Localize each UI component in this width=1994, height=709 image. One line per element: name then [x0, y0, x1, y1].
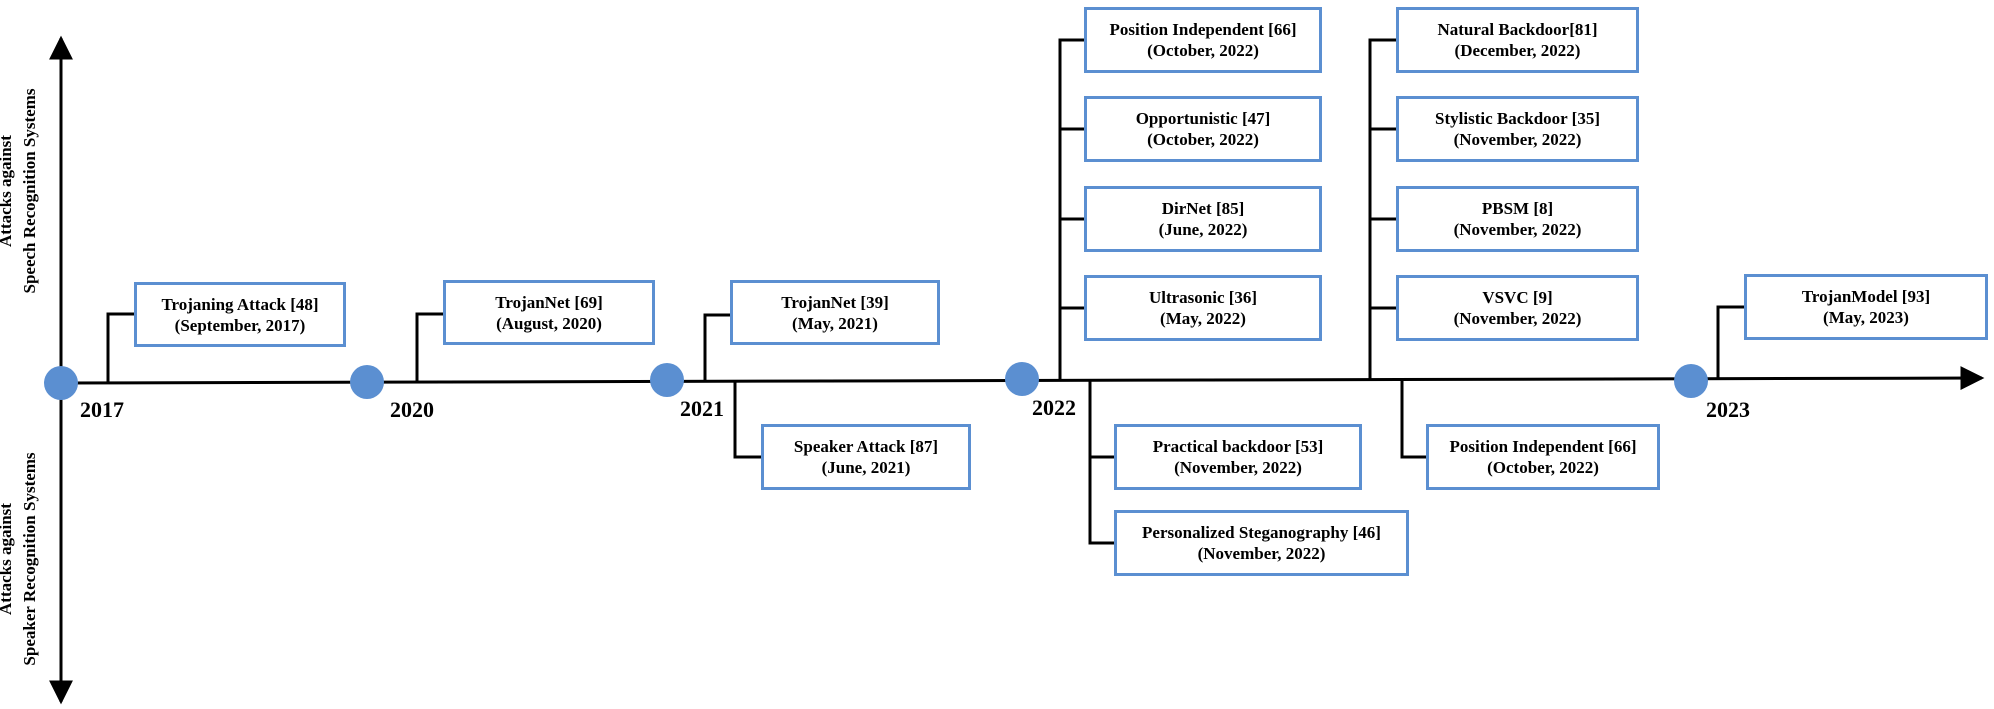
event-box-trojanmodel: TrojanModel [93] (May, 2023): [1744, 274, 1988, 340]
event-box-stylistic-backdoor: Stylistic Backdoor [35] (November, 2022): [1396, 96, 1639, 162]
event-title: TrojanNet [39]: [781, 292, 889, 312]
connector-group-2022-d: [1400, 379, 1426, 459]
year-label-2022: 2022: [1032, 395, 1076, 420]
lower-axis-label-line1: Attacks against: [0, 503, 15, 615]
event-title: Natural Backdoor[81]: [1437, 20, 1598, 39]
connector-group-2022-a: [1058, 38, 1084, 379]
event-box-position-independent-lower: Position Independent [66] (October, 2022…: [1426, 424, 1660, 490]
event-title: PBSM [8]: [1481, 199, 1554, 218]
event-date: (November, 2022): [1453, 220, 1582, 239]
year-node-2023: [1674, 364, 1708, 398]
event-date: (September, 2017): [174, 315, 306, 335]
year-label-2020: 2020: [390, 397, 434, 422]
event-box-personalized-steganography: Personalized Steganography [46] (Novembe…: [1114, 510, 1409, 576]
event-title: Opportunistic [47]: [1135, 109, 1271, 128]
lower-axis-label: Attacks against Speaker Recognition Syst…: [0, 409, 42, 709]
connector-trojaning-attack: [106, 312, 134, 382]
year-label-2021: 2021: [680, 396, 724, 421]
event-box-speaker-attack: Speaker Attack [87] (June, 2021): [761, 424, 971, 490]
event-date: (November, 2022): [1174, 458, 1302, 477]
event-box-practical-backdoor: Practical backdoor [53] (November, 2022): [1114, 424, 1362, 490]
event-box-dirnet: DirNet [85] (June, 2022): [1084, 186, 1322, 252]
lower-axis-label-line2: Speaker Recognition Systems: [20, 452, 39, 666]
event-date: (May, 2021): [792, 313, 878, 333]
event-date: (October, 2022): [1147, 41, 1259, 60]
event-box-pbsm: PBSM [8] (November, 2022): [1396, 186, 1639, 252]
upper-axis-label-line2: Speech Recognition Systems: [20, 88, 39, 294]
event-title: Speaker Attack [87]: [793, 437, 939, 456]
event-title: Personalized Steganography [46]: [1142, 523, 1381, 542]
event-title: Ultrasonic [36]: [1148, 288, 1258, 307]
event-box-position-independent-upper: Position Independent [66] (October, 2022…: [1084, 7, 1322, 73]
upper-axis-label: Attacks against Speech Recognition Syste…: [0, 41, 42, 341]
event-title: Trojaning Attack [48]: [161, 294, 319, 314]
event-box-opportunistic: Opportunistic [47] (October, 2022): [1084, 96, 1322, 162]
event-box-ultrasonic: Ultrasonic [36] (May, 2022): [1084, 275, 1322, 341]
event-title: Position Independent [66]: [1449, 437, 1637, 456]
event-date: (October, 2022): [1487, 458, 1599, 477]
connector-trojannet-39: [703, 313, 730, 380]
event-date: (October, 2022): [1147, 130, 1259, 149]
event-date: (November, 2022): [1453, 130, 1582, 149]
event-box-trojannet-39: TrojanNet [39] (May, 2021): [730, 280, 940, 345]
event-box-trojannet-69: TrojanNet [69] (August, 2020): [443, 280, 655, 345]
event-title: TrojanNet [69]: [495, 292, 603, 312]
year-label-2017: 2017: [80, 397, 124, 422]
connector-group-2022-b: [1088, 379, 1114, 545]
event-title: Stylistic Backdoor [35]: [1435, 109, 1600, 128]
event-date: (November, 2022): [1197, 544, 1326, 563]
year-node-2020: [350, 365, 384, 399]
event-date: (May, 2023): [1823, 308, 1909, 327]
upper-axis-label-line1: Attacks against: [0, 135, 15, 247]
connector-trojannet-69: [415, 312, 443, 381]
event-date: (May, 2022): [1160, 309, 1246, 328]
event-box-trojaning-attack: Trojaning Attack [48] (September, 2017): [134, 282, 346, 347]
connector-group-2022-c: [1368, 38, 1396, 379]
event-date: (June, 2022): [1158, 220, 1248, 239]
event-title: Position Independent [66]: [1109, 20, 1297, 39]
connector-trojanmodel: [1716, 305, 1744, 378]
event-title: Practical backdoor [53]: [1152, 437, 1324, 456]
year-label-2023: 2023: [1706, 397, 1750, 422]
connector-speaker-attack: [733, 380, 761, 459]
event-title: TrojanModel [93]: [1801, 287, 1931, 306]
year-node-2022: [1005, 362, 1039, 396]
event-date: (November, 2022): [1453, 309, 1582, 328]
year-node-2021: [650, 363, 684, 397]
event-date: (August, 2020): [496, 313, 602, 333]
event-title: DirNet [85]: [1161, 199, 1245, 218]
event-date: (December, 2022): [1454, 41, 1581, 60]
event-box-natural-backdoor: Natural Backdoor[81] (December, 2022): [1396, 7, 1639, 73]
event-date: (June, 2021): [821, 458, 911, 477]
year-node-2017: [44, 366, 78, 400]
event-box-vsvc: VSVC [9] (November, 2022): [1396, 275, 1639, 341]
event-title: VSVC [9]: [1482, 288, 1553, 307]
